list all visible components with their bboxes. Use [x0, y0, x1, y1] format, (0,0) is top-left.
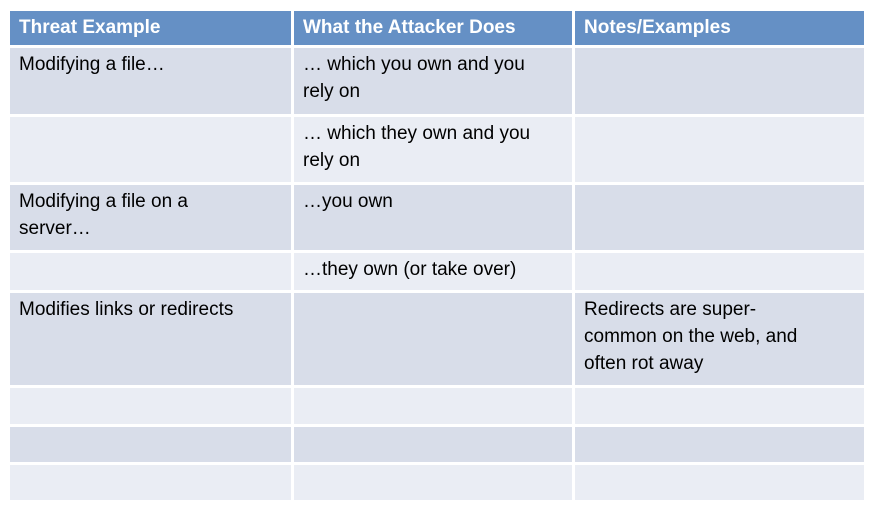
cell-notes: [575, 253, 864, 290]
cell-notes: [575, 117, 864, 182]
cell-notes: Redirects are super- common on the web, …: [575, 293, 864, 385]
column-header-threat-example: Threat Example: [10, 11, 291, 45]
table-row: [10, 388, 864, 424]
cell-attacker: [294, 293, 572, 385]
table-row: … which they own and you rely on: [10, 117, 864, 182]
cell-notes: [575, 388, 864, 424]
cell-threat: [10, 253, 291, 290]
threat-table: Threat Example What the Attacker Does No…: [7, 8, 867, 503]
table-row: [10, 427, 864, 462]
cell-notes: [575, 185, 864, 250]
table-row: Modifying a file… … which you own and yo…: [10, 48, 864, 114]
cell-threat: [10, 388, 291, 424]
cell-threat: [10, 117, 291, 182]
column-header-attacker-does: What the Attacker Does: [294, 11, 572, 45]
cell-notes: [575, 427, 864, 462]
table-row: Modifying a file on a server… …you own: [10, 185, 864, 250]
cell-notes: [575, 48, 864, 114]
cell-attacker: [294, 427, 572, 462]
cell-threat: Modifying a file…: [10, 48, 291, 114]
column-header-notes-examples: Notes/Examples: [575, 11, 864, 45]
cell-attacker: [294, 465, 572, 500]
header-row: Threat Example What the Attacker Does No…: [10, 11, 864, 45]
threat-table-container: Threat Example What the Attacker Does No…: [7, 8, 867, 503]
table-row: …they own (or take over): [10, 253, 864, 290]
cell-threat: [10, 465, 291, 500]
cell-attacker: …you own: [294, 185, 572, 250]
table-row: Modifies links or redirects Redirects ar…: [10, 293, 864, 385]
cell-attacker: … which they own and you rely on: [294, 117, 572, 182]
table-row: [10, 465, 864, 500]
cell-notes: [575, 465, 864, 500]
cell-threat: Modifies links or redirects: [10, 293, 291, 385]
cell-threat: [10, 427, 291, 462]
cell-attacker: [294, 388, 572, 424]
cell-attacker: …they own (or take over): [294, 253, 572, 290]
cell-threat: Modifying a file on a server…: [10, 185, 291, 250]
cell-attacker: … which you own and you rely on: [294, 48, 572, 114]
